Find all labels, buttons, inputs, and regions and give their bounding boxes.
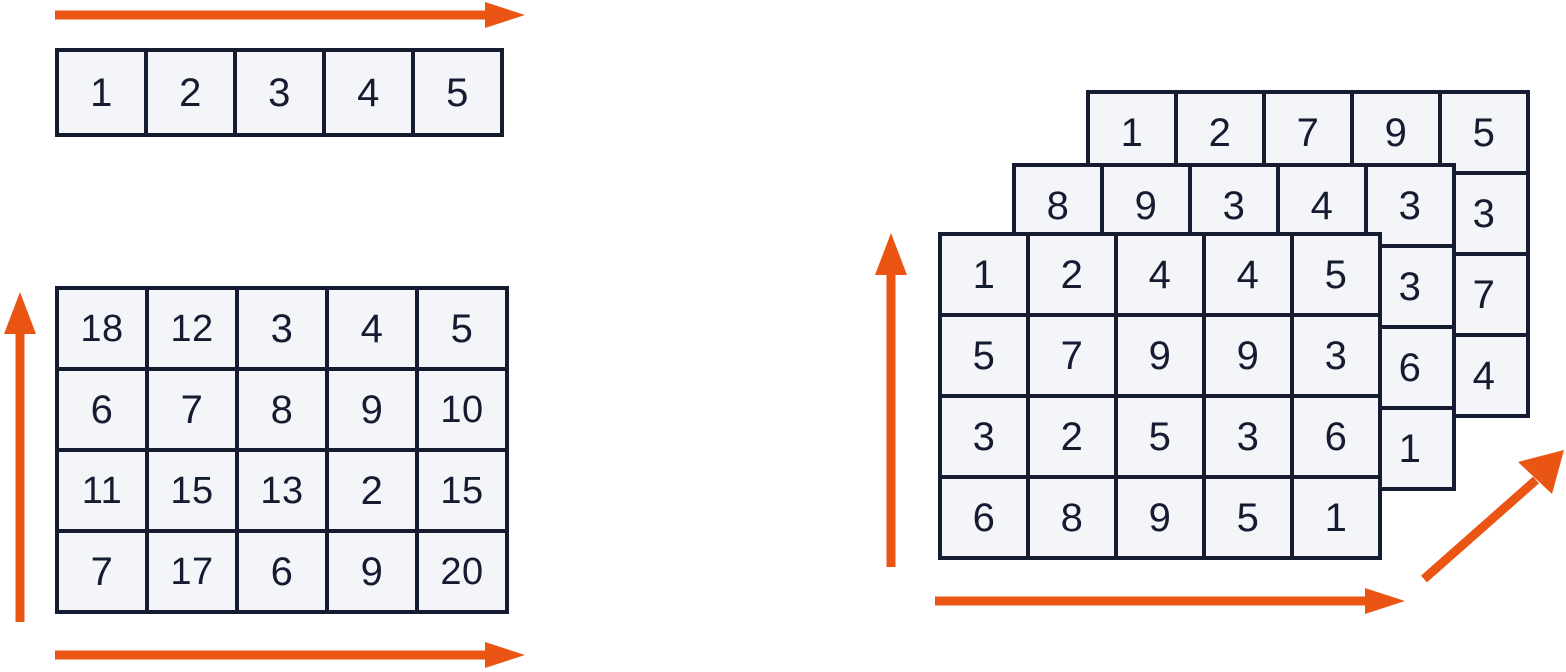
- tensor-cell: 9: [1114, 313, 1206, 398]
- tensor-cell: 3: [1202, 394, 1294, 479]
- matrix-cell: 2: [325, 448, 419, 533]
- tensor-cell: 5: [1290, 232, 1382, 317]
- matrix-cell: 9: [325, 367, 419, 452]
- tensor-cell: 2: [1026, 232, 1118, 317]
- tensor-cell: 5: [1114, 394, 1206, 479]
- matrix-cell: 3: [235, 286, 329, 371]
- matrix-cell: 20: [415, 529, 509, 614]
- matrix-cell: 9: [325, 529, 419, 614]
- tensor-cell: 1: [1086, 90, 1178, 175]
- tensor-cell: 3: [1364, 163, 1456, 248]
- tensor-cell: 9: [1114, 475, 1206, 560]
- tensor-cell: 7: [1026, 313, 1118, 398]
- array-cell: 4: [322, 48, 415, 137]
- matrix-cell: 6: [235, 529, 329, 614]
- matrix-cell: 18: [55, 286, 149, 371]
- matrix-cell: 5: [415, 286, 509, 371]
- tensor-cell: 4: [1202, 232, 1294, 317]
- matrix-cell: 7: [145, 367, 239, 452]
- matrix-cell: 15: [145, 448, 239, 533]
- array-cell: 3: [233, 48, 326, 137]
- tensor3d-axis-1-arrow: [935, 588, 1405, 614]
- tensor3d-axis-2-arrow: [1418, 450, 1566, 585]
- matrix-cell: 4: [325, 286, 419, 371]
- matrix-cell: 11: [55, 448, 149, 533]
- array-cell: 1: [55, 48, 148, 137]
- tensor-cell: 9: [1202, 313, 1294, 398]
- tensor3d-axis-0-arrow: [875, 233, 907, 567]
- tensor-cell: 4: [1114, 232, 1206, 317]
- matrix-cell: 12: [145, 286, 239, 371]
- tensor-cell: 8: [1026, 475, 1118, 560]
- matrix-cell: 7: [55, 529, 149, 614]
- tensor-cell: 1: [938, 232, 1030, 317]
- matrix-cell: 6: [55, 367, 149, 452]
- matrix-cell: 17: [145, 529, 239, 614]
- matrix-cell: 13: [235, 448, 329, 533]
- matrix2d-axis-0-arrow: [4, 292, 36, 622]
- tensor-cell: 5: [1438, 90, 1530, 175]
- tensor-cell: 5: [938, 313, 1030, 398]
- matrix-cell: 10: [415, 367, 509, 452]
- tensor-cell: 3: [938, 394, 1030, 479]
- tensor-cell: 3: [1290, 313, 1382, 398]
- tensor-cell: 1: [1290, 475, 1382, 560]
- tensor-cell: 2: [1026, 394, 1118, 479]
- matrix2d-axis-1-arrow: [55, 642, 525, 668]
- tensor-cell: 6: [1290, 394, 1382, 479]
- tensor-cell: 6: [938, 475, 1030, 560]
- array-cell: 5: [411, 48, 504, 137]
- matrix-cell: 15: [415, 448, 509, 533]
- tensor-cell: 5: [1202, 475, 1294, 560]
- array-cell: 2: [144, 48, 237, 137]
- array1d-axis-0-arrow: [55, 2, 525, 28]
- matrix-cell: 8: [235, 367, 329, 452]
